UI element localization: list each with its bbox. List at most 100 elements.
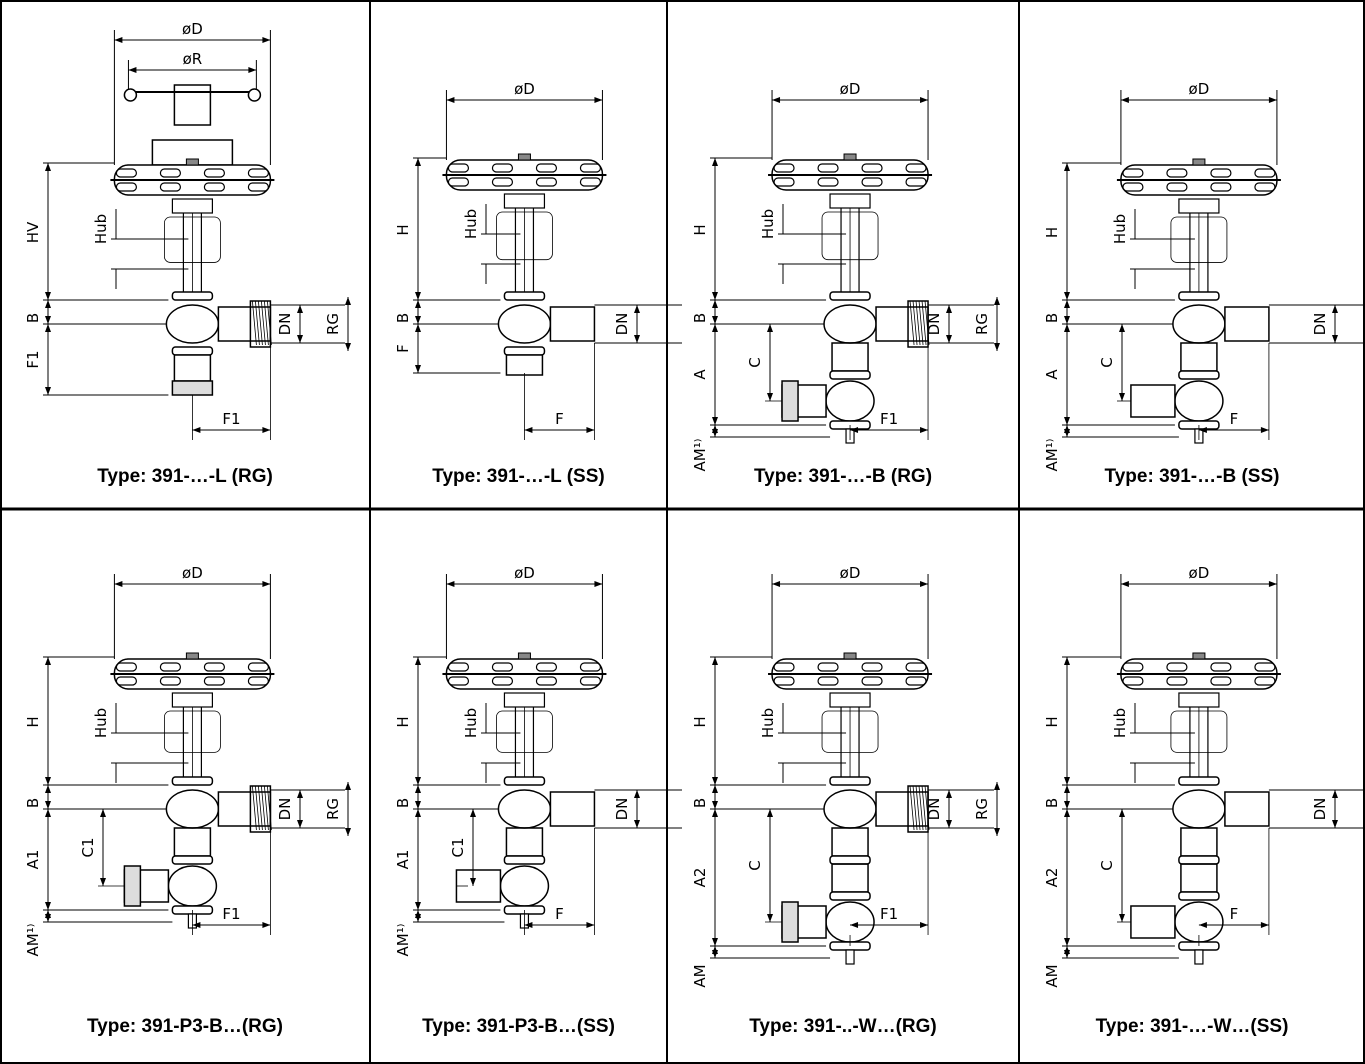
arrow-head	[128, 67, 137, 73]
intermediate-section	[831, 827, 869, 857]
arrow-head	[767, 914, 773, 922]
actuator-cap	[1192, 652, 1206, 660]
dim-label-rg: RG	[973, 798, 991, 820]
arrow-head	[192, 922, 201, 928]
arrow-head	[1064, 938, 1070, 946]
arrow-head	[524, 427, 533, 433]
side-port	[1224, 791, 1270, 827]
clamp-ring	[171, 346, 214, 356]
arrow-head	[524, 922, 533, 928]
dim-label-dn: DN	[1311, 798, 1329, 821]
arrow-head	[1064, 777, 1070, 785]
arrow-head	[586, 427, 595, 433]
arrow-head	[634, 305, 640, 313]
thread-hatch	[255, 785, 260, 831]
type-caption: Type: 391-…-B (RG)	[754, 466, 932, 487]
dim-label-dn: DN	[925, 798, 943, 821]
yoke-plate	[171, 692, 213, 708]
dim-label-bottom: F	[1230, 905, 1239, 923]
clamp-ring	[171, 291, 214, 301]
actuator-rib	[247, 662, 269, 672]
actuator-rib	[491, 163, 514, 173]
arrow-head	[920, 922, 929, 928]
arrow-head	[712, 777, 718, 785]
arrow-head	[345, 297, 351, 305]
clamp-ring	[829, 776, 871, 786]
arrow-head	[1120, 97, 1129, 103]
clamp-ring	[1178, 855, 1220, 865]
actuator-rib	[247, 676, 269, 686]
actuator-rib	[491, 177, 514, 187]
arrow-head	[345, 343, 351, 351]
arrow-head	[1064, 785, 1070, 793]
actuator-rib	[817, 676, 839, 686]
arrow-head	[767, 393, 773, 401]
thread-hatch	[912, 785, 918, 831]
arrow-head	[1332, 335, 1338, 343]
clamp-ring	[1178, 891, 1220, 901]
arrow-head	[446, 581, 455, 587]
lower-port	[1130, 905, 1176, 939]
arrow-head	[1260, 427, 1269, 433]
dim-label-rg: RG	[973, 313, 991, 335]
round-thread	[249, 300, 272, 348]
dim-label-b: B	[1043, 798, 1061, 808]
dim-label-lower: A1	[24, 850, 42, 870]
intermediate-section	[1180, 863, 1218, 893]
clamp-ring	[171, 855, 214, 865]
valve-body	[823, 789, 877, 829]
dim-label-dn: DN	[1311, 313, 1329, 336]
actuator-rib	[247, 168, 269, 178]
dim-label-h: H	[24, 716, 42, 727]
arrow-head	[45, 809, 51, 817]
arrow-head	[45, 914, 51, 922]
dim-label-lower: A1	[394, 850, 412, 870]
actuator-rib	[1210, 662, 1232, 672]
arrow-head	[994, 297, 1000, 305]
round-thread	[907, 300, 929, 348]
arrow-head	[192, 427, 201, 433]
actuator-rib	[115, 168, 138, 178]
lower-body	[167, 865, 218, 907]
actuator-rib	[861, 662, 883, 672]
dim-label-c: C	[746, 357, 764, 367]
dim-label-hub: Hub	[1111, 214, 1129, 244]
arrow-head	[1268, 581, 1277, 587]
arrow-head	[1119, 914, 1125, 922]
bottom-port	[173, 354, 212, 382]
actuator-rib	[535, 163, 558, 173]
type-caption: Type: 391-P3-B…(SS)	[422, 1016, 615, 1037]
arrow-head	[594, 97, 603, 103]
yoke-plate	[1178, 198, 1220, 214]
actuator-rib	[1254, 676, 1276, 686]
actuator-rib	[861, 163, 883, 173]
dim-label-bottom: F	[555, 410, 564, 428]
actuator-rib	[1254, 182, 1276, 192]
dim-label-or: øR	[183, 50, 203, 68]
arrow-head	[45, 316, 51, 324]
dim-label-dn: DN	[276, 313, 294, 336]
actuator-rib	[817, 177, 839, 187]
round-thread	[907, 785, 929, 833]
actuator-cap	[185, 652, 199, 660]
valve-body	[497, 789, 552, 829]
arrow-head	[1332, 820, 1338, 828]
dim-label-bottom: F1	[222, 410, 240, 428]
actuator-cap	[843, 153, 857, 161]
dim-label-am: AM	[691, 964, 709, 987]
dim-label-am: AM¹⁾	[1043, 439, 1061, 472]
actuator-rib	[817, 163, 839, 173]
arrow-head	[767, 324, 773, 332]
drain-stem	[1194, 949, 1204, 965]
actuator-rib	[159, 168, 181, 178]
dim-label-hub: Hub	[92, 708, 110, 738]
dim-label-od: øD	[182, 564, 203, 582]
arrow-head	[850, 427, 859, 433]
arrow-head	[446, 97, 455, 103]
arrow-head	[946, 305, 952, 313]
intermediate-section	[1180, 342, 1218, 372]
thread-hatch	[252, 300, 257, 346]
arrow-head	[712, 292, 718, 300]
arrow-head	[994, 782, 1000, 790]
